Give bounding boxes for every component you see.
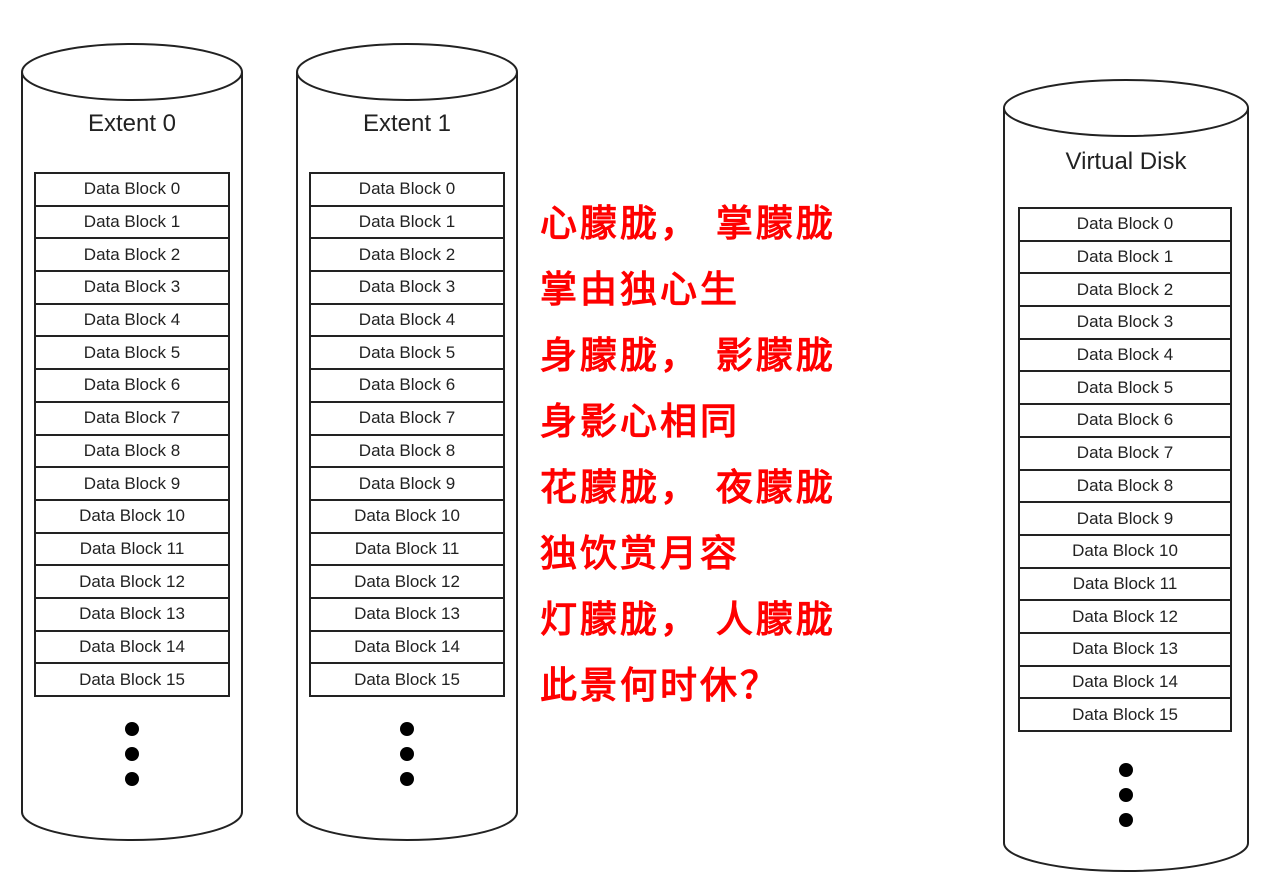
data-block-row: Data Block 8 [1018,470,1232,504]
ellipsis-dots [1116,763,1136,838]
data-block-row: Data Block 2 [34,239,230,273]
ellipsis-dots [122,722,142,797]
data-block-row: Data Block 2 [309,239,505,273]
poem-line: 心朦胧， 掌朦胧 [540,201,836,245]
data-block-row: Data Block 11 [309,533,505,567]
data-block-row: Data Block 1 [1018,241,1232,275]
ellipsis-dots [397,722,417,797]
poem-line: 身朦胧， 影朦胧 [540,333,836,377]
data-block-row: Data Block 13 [34,598,230,632]
data-block-row: Data Block 6 [309,370,505,403]
data-block-row: Data Block 6 [34,370,230,403]
data-block-row: Data Block 5 [34,337,230,371]
data-block-row: Data Block 13 [1018,633,1232,667]
data-block-row: Data Block 14 [309,631,505,665]
data-block-row: Data Block 12 [34,566,230,599]
data-block-row: Data Block 0 [1018,209,1232,242]
data-block-row: Data Block 1 [309,206,505,240]
cylinder-title: Extent 0 [87,110,177,137]
data-block-row: Data Block 6 [1018,405,1232,438]
data-block-row: Data Block 10 [309,500,505,534]
poem-line: 独饮赏月容 [540,531,740,575]
data-block-row: Data Block 4 [1018,339,1232,373]
poem-text: 心朦胧， 掌朦胧掌由独心生身朦胧， 影朦胧身影心相同花朦胧， 夜朦胧独饮赏月容灯… [540,190,960,718]
poem-line: 掌由独心生 [540,267,740,311]
data-block-row: Data Block 12 [1018,601,1232,634]
data-block-row: Data Block 8 [309,435,505,469]
data-block-row: Data Block 8 [34,435,230,469]
poem-line: 身影心相同 [540,399,740,443]
data-block-row: Data Block 3 [309,272,505,305]
data-block-row: Data Block 4 [309,304,505,338]
data-block-row: Data Block 3 [1018,307,1232,340]
cylinder-title: Extent 1 [362,110,452,137]
poem-line: 花朦胧， 夜朦胧 [540,465,836,509]
data-block-row: Data Block 11 [34,533,230,567]
data-block-row: Data Block 9 [309,468,505,501]
data-block-row: Data Block 5 [1018,372,1232,406]
data-block-row: Data Block 3 [34,272,230,305]
data-block-row: Data Block 1 [34,206,230,240]
data-block-row: Data Block 15 [34,664,230,697]
data-block-row: Data Block 12 [309,566,505,599]
data-block-row: Data Block 0 [34,174,230,207]
data-block-row: Data Block 13 [309,598,505,632]
data-block-row: Data Block 15 [309,664,505,697]
data-block-row: Data Block 15 [1018,699,1232,732]
data-block-row: Data Block 11 [1018,568,1232,602]
data-block-row: Data Block 7 [34,402,230,436]
data-block-row: Data Block 2 [1018,274,1232,308]
data-block-row: Data Block 7 [1018,437,1232,471]
poem-line: 灯朦胧， 人朦胧 [540,597,836,641]
data-block-row: Data Block 10 [34,500,230,534]
cylinder-title: Virtual Disk [1065,148,1187,175]
data-block-row: Data Block 4 [34,304,230,338]
poem-line: 此景何时休？ [540,663,780,707]
data-block-row: Data Block 9 [1018,503,1232,536]
data-block-row: Data Block 14 [1018,666,1232,700]
data-block-row: Data Block 0 [309,174,505,207]
data-block-row: Data Block 5 [309,337,505,371]
data-block-row: Data Block 10 [1018,535,1232,569]
data-block-row: Data Block 7 [309,402,505,436]
data-block-row: Data Block 9 [34,468,230,501]
data-block-row: Data Block 14 [34,631,230,665]
